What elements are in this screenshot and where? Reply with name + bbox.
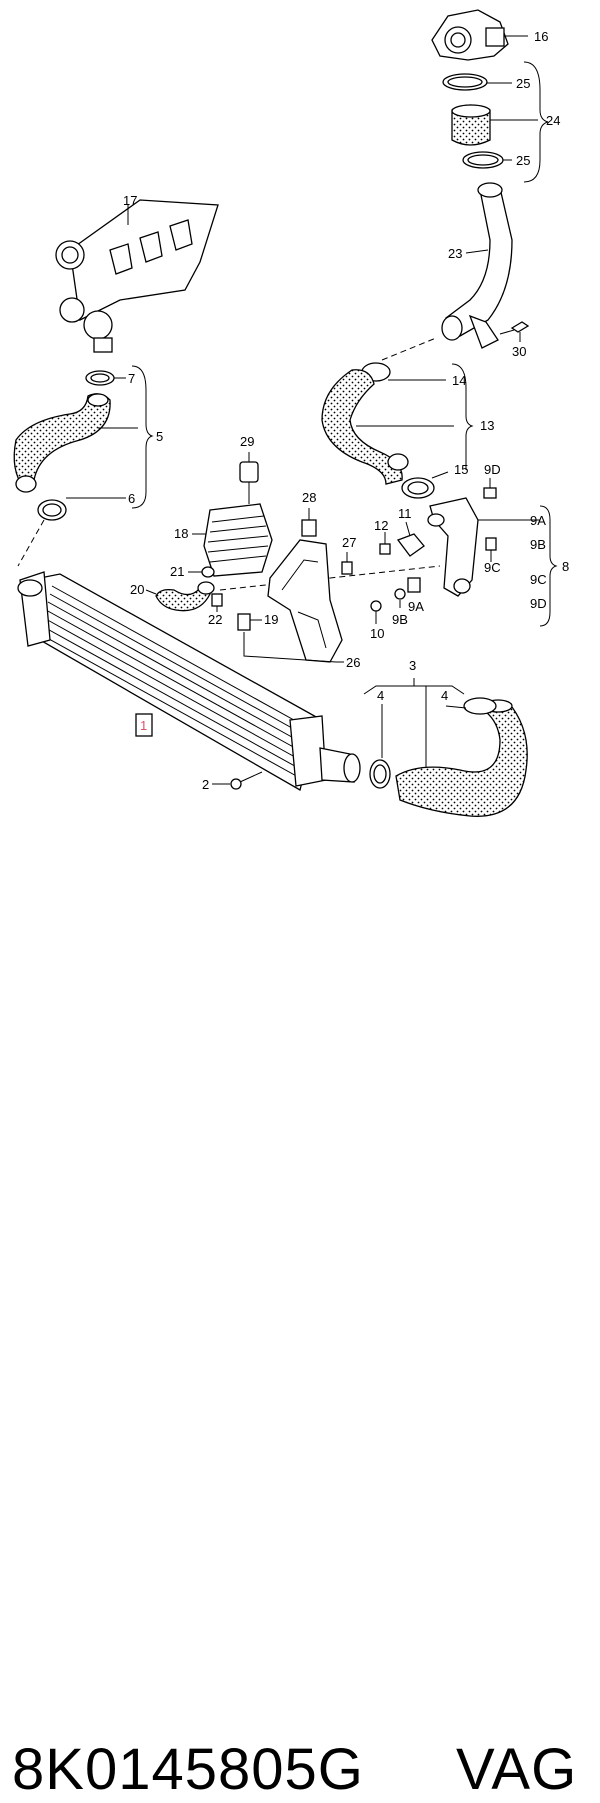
turbocharger-manifold-part — [55, 199, 219, 353]
clamp-4-right-part — [463, 697, 497, 715]
callout-28: 28 — [302, 490, 316, 505]
bracket-24 — [523, 61, 549, 183]
callout-29: 29 — [240, 434, 254, 449]
callout-22: 22 — [208, 612, 222, 627]
bolt-9d-part — [483, 478, 497, 499]
clamp-15-part — [401, 471, 449, 499]
dashed-leader-5 — [17, 519, 45, 567]
callout-10: 10 — [370, 626, 384, 641]
callout-4-left: 4 — [377, 688, 384, 703]
clamp-upper-part — [442, 73, 512, 91]
callout-13: 13 — [480, 418, 494, 433]
callout-27: 27 — [342, 535, 356, 550]
clamp-7-part — [85, 370, 126, 386]
callout-9d-ref: 9D — [484, 462, 501, 477]
callout-14: 14 — [452, 373, 466, 388]
cap-29-part — [239, 452, 259, 504]
clamp-lower-part — [462, 151, 512, 169]
callout-9a-list: 9A — [530, 513, 546, 528]
callout-17: 17 — [123, 193, 137, 208]
callout-26: 26 — [346, 655, 360, 670]
throttle-body-part — [431, 9, 528, 61]
bracket-8 — [539, 505, 558, 627]
clamp-4-left-part — [369, 759, 391, 789]
callout-16: 16 — [534, 29, 548, 44]
callout-30: 30 — [512, 344, 526, 359]
callout-5: 5 — [156, 429, 163, 444]
callout-25-lower: 25 — [516, 153, 530, 168]
callout-19: 19 — [264, 612, 278, 627]
hose-20-part — [145, 581, 215, 612]
nut-22-part — [211, 593, 223, 612]
callout-3: 3 — [409, 658, 416, 673]
screw-2-part — [212, 771, 263, 790]
callout-9d-list: 9D — [530, 596, 547, 611]
clamp-6-part — [37, 497, 126, 521]
callout-23: 23 — [448, 246, 462, 261]
callout-15: 15 — [454, 462, 468, 477]
callout-4-right: 4 — [441, 688, 448, 703]
boost-pipe-connector-part — [427, 497, 540, 597]
exploded-parts-diagram: 16 25 24 25 17 23 30 7 14 13 5 29 15 9D … — [13, 9, 569, 817]
oring-9b-part — [394, 588, 406, 608]
callout-11: 11 — [398, 506, 412, 521]
callout-9b-list: 9B — [530, 537, 546, 552]
hose-5-part — [13, 393, 138, 493]
callout-9b-ref: 9B — [392, 612, 408, 627]
bracket-26-leader — [243, 632, 337, 663]
callout-18: 18 — [174, 526, 188, 541]
part-number: 8K0145805G — [12, 1737, 364, 1802]
actuator-18-part — [192, 503, 273, 577]
charge-air-hose-3-part — [395, 699, 528, 817]
callout-9a-ref: 9A — [408, 599, 424, 614]
bolt-12-part — [379, 532, 391, 555]
callout-9c-list: 9C — [530, 572, 547, 587]
bracket-13 — [451, 363, 474, 470]
clamp-21-part — [188, 566, 215, 578]
bolt-27-part — [341, 552, 353, 575]
callout-2: 2 — [202, 777, 209, 792]
callout-9c-ref: 9C — [484, 560, 501, 575]
hose-13-part — [321, 369, 454, 485]
brand-label: VAG — [456, 1737, 578, 1802]
callout-25-upper: 25 — [516, 76, 530, 91]
callout-7: 7 — [128, 371, 135, 386]
screw-10-part — [370, 600, 382, 624]
callout-12: 12 — [374, 518, 388, 533]
connecting-sleeve-part — [451, 104, 538, 146]
sensor-11-part — [396, 521, 425, 557]
dashed-leader-13 — [381, 337, 437, 361]
callout-24: 24 — [546, 113, 560, 128]
bolt-28-part — [301, 508, 317, 537]
intercooler-part — [17, 571, 361, 791]
bracket-26-part — [267, 539, 344, 663]
nut-19-part — [237, 613, 262, 631]
callout-20: 20 — [130, 582, 144, 597]
bolt-30-part — [499, 321, 530, 342]
charge-air-pipe-part — [441, 182, 513, 349]
callout-1: 1 — [140, 718, 147, 733]
caption-bar: 8K0145805G VAG — [0, 862, 600, 1802]
bracket-5 — [131, 365, 154, 509]
bolt-9c-part — [485, 537, 497, 562]
callout-6: 6 — [128, 491, 135, 506]
clamp-14-part — [361, 362, 446, 382]
callout-21: 21 — [170, 564, 184, 579]
callout-8: 8 — [562, 559, 569, 574]
dashed-leader-9 — [219, 565, 441, 591]
seal-9a-part — [407, 577, 421, 593]
